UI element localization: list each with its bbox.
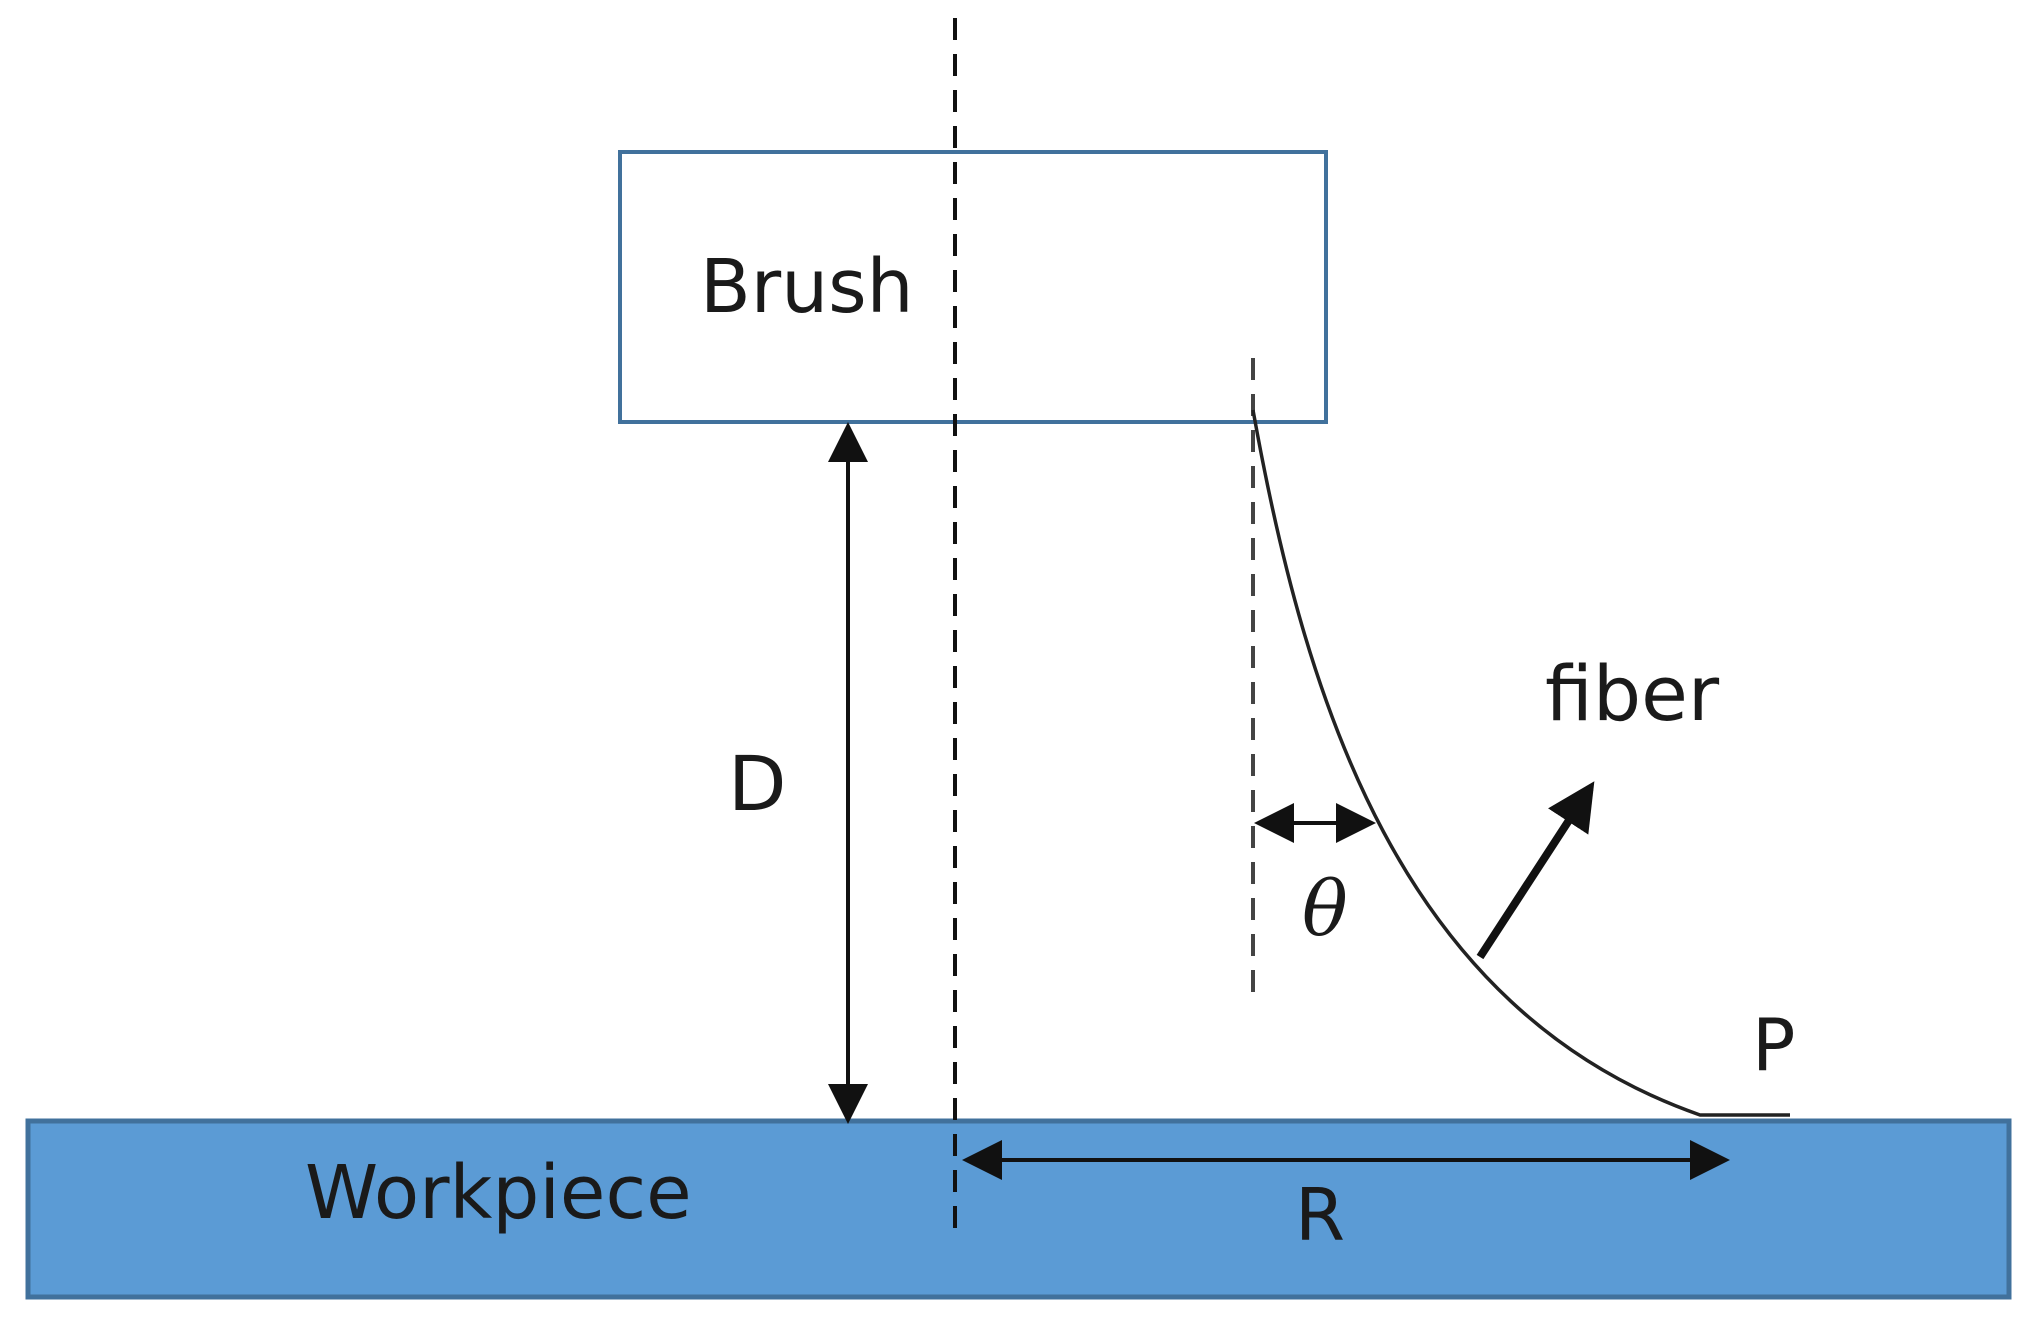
fiber-label: fiber bbox=[1545, 649, 1720, 738]
brush-label: Brush bbox=[700, 244, 914, 330]
radius-label: R bbox=[1295, 1173, 1345, 1257]
workpiece-label: Workpiece bbox=[305, 1150, 692, 1236]
brush-block bbox=[618, 150, 1328, 424]
angle-label: θ bbox=[1302, 864, 1348, 953]
distance-label: D bbox=[728, 739, 787, 828]
fiber-curve bbox=[1251, 409, 1790, 1117]
point-label: P bbox=[1752, 1003, 1795, 1087]
fiber-pointer-arrow bbox=[1476, 781, 1595, 960]
